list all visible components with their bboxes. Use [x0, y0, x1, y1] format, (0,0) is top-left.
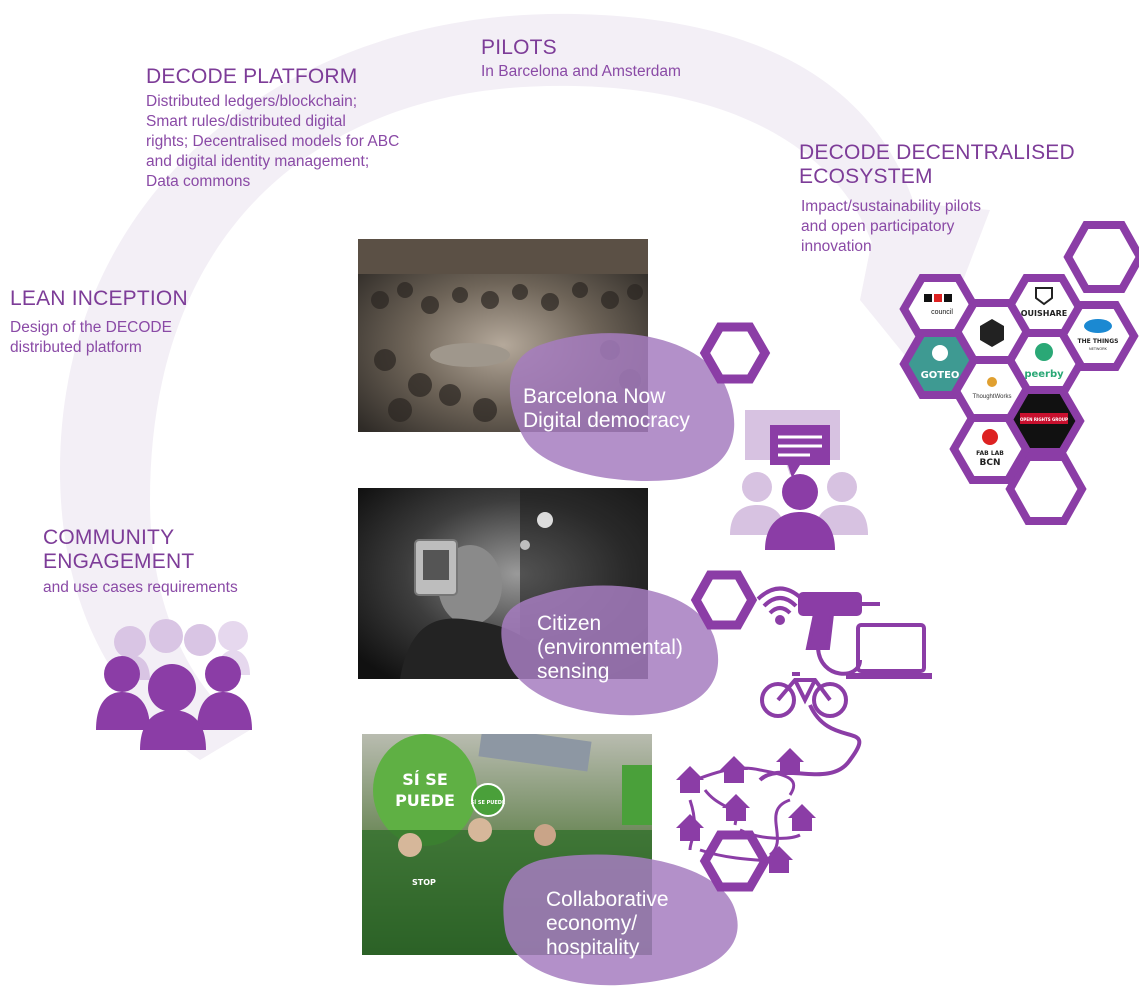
platform-line: rights; Decentralised models for ABC	[146, 133, 400, 150]
blob-digital-democracy	[509, 333, 735, 481]
small-sign: SÍ SE PUEDE	[471, 798, 506, 806]
platform-description: Distributed ledgers/blockchain; Smart ru…	[146, 92, 399, 192]
empty-hexagon-top	[1063, 221, 1139, 293]
case-line: hospitality	[546, 936, 640, 959]
platform-title: DECODE PLATFORM	[146, 65, 358, 88]
platform-line: Distributed ledgers/blockchain;	[146, 93, 358, 110]
empty-hexagon-bottom	[1005, 453, 1087, 525]
houses-network-icon	[676, 748, 816, 873]
balloon-sign-line-2: PUEDE	[395, 791, 455, 810]
blob-environmental-sensing	[501, 585, 719, 716]
photo-sensing-device	[358, 488, 648, 679]
community-block: COMMUNITY ENGAGEMENT and use cases requi…	[43, 526, 238, 598]
fablab-logo-2: BCN	[980, 458, 1001, 468]
partner-ecosystem-cluster: council OUISHARE THE THINGS NETWORK GOTE…	[899, 221, 1139, 525]
ouishare-logo: OUISHARE	[1021, 309, 1068, 318]
ecosystem-title-line: ECOSYSTEM	[799, 165, 933, 188]
case-line: Barcelona Now	[523, 385, 666, 408]
hexagon-outline-1	[699, 322, 771, 384]
case-line: (environmental)	[537, 636, 683, 659]
lean-line: distributed platform	[10, 339, 142, 356]
lean-inception-title: LEAN INCEPTION	[10, 287, 188, 310]
case-digital-democracy: Barcelona Now Digital democracy	[523, 385, 690, 433]
case-line: economy/	[546, 912, 638, 935]
openrights-logo: OPEN RIGHTS GROUP	[1020, 417, 1068, 422]
goteo-logo: GOTEO	[921, 370, 960, 381]
council-logo: council	[931, 309, 953, 316]
fablab-logo-1: FAB LAB	[976, 450, 1004, 457]
logo-hex-fablab: FAB LAB BCN	[949, 414, 1031, 484]
peerby-logo: peerby	[1024, 369, 1064, 380]
case-line: sensing	[537, 660, 610, 683]
community-title-line: COMMUNITY	[43, 526, 175, 549]
ecosystem-line: innovation	[801, 238, 872, 255]
pilots-text: In Barcelona and Amsterdam	[481, 63, 681, 80]
case-line: Citizen	[537, 612, 602, 635]
thoughtworks-logo: ThoughtWorks	[973, 394, 1012, 400]
case-line: Collaborative	[546, 888, 669, 911]
platform-line: Smart rules/distributed digital	[146, 113, 346, 130]
pilots-title: PILOTS	[481, 36, 557, 59]
ecosystem-block: DECODE DECENTRALISED ECOSYSTEM Impact/su…	[799, 141, 1075, 257]
community-group-icon	[96, 619, 252, 750]
ecosystem-line: and open participatory	[801, 218, 955, 235]
case-collaborative-economy: Collaborative economy/ hospitality	[546, 888, 669, 960]
ecosystem-title-line: DECODE DECENTRALISED	[799, 141, 1075, 164]
shirt-print: STOP	[412, 878, 436, 887]
lean-inception-description: Design of the DECODE distributed platfor…	[10, 318, 172, 358]
balloon-sign-line-1: SÍ SE	[402, 770, 448, 789]
ecosystem-line: Impact/sustainability pilots	[801, 198, 982, 215]
case-environmental-sensing: Citizen (environmental) sensing	[537, 612, 683, 684]
logo-hex-goteo: GOTEO	[899, 329, 981, 399]
blob-collaborative-economy	[503, 854, 738, 986]
community-title-line: ENGAGEMENT	[43, 550, 195, 573]
thethings-logo: THE THINGS	[1078, 338, 1119, 345]
citizens-discussion-icon	[730, 410, 868, 550]
ecosystem-description: Impact/sustainability pilots and open pa…	[801, 197, 1075, 257]
thethings-network: NETWORK	[1089, 347, 1108, 351]
community-text: and use cases requirements	[43, 579, 238, 596]
photo-si-se-puede-protest: SÍ SE PUEDE SÍ SE PUEDE STOP	[362, 734, 652, 955]
platform-line: and digital identity management;	[146, 153, 370, 170]
maker-devices-icon	[756, 586, 932, 782]
hexagon-outline-2	[690, 570, 758, 630]
platform-line: Data commons	[146, 173, 251, 190]
lean-line: Design of the DECODE	[10, 319, 172, 336]
case-line: Digital democracy	[523, 409, 690, 432]
